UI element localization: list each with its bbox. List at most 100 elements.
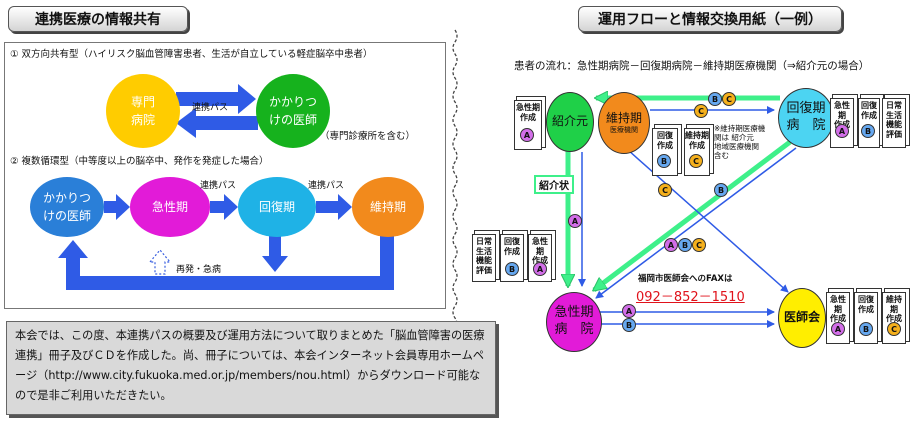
node-kyusei: 急性期 病 院 [546, 292, 602, 352]
form-ishikai-iji-l2: 作成 [886, 314, 902, 324]
fax-label: 福岡市医師会へのFAXは [638, 274, 733, 284]
right-header: 運用フローと情報交換用紙（一例） [578, 6, 842, 32]
letter-B-icon: B [622, 318, 636, 332]
letter-C-icon: C [692, 238, 706, 252]
pass-label-1: 連携パス [200, 181, 237, 191]
form-iji-iji-l1: 維持期 [685, 131, 709, 140]
flow-node-kyusei-label: 急性期 [151, 200, 188, 214]
flow-node-iji-label: 維持期 [369, 200, 406, 214]
form-shokai-kyusei: 急性期 作成 [514, 100, 542, 150]
form-iji-kaifuku: 回復 作成 [652, 128, 678, 176]
flow-node-kaifuku-label: 回復期 [258, 200, 295, 214]
saihatsu-label: 再発・急病 [176, 265, 222, 275]
node-ishikai-label: 医師会 [783, 310, 820, 325]
iji-note-l4: 含む [714, 151, 729, 160]
iji-note: ※維持期医療機 関は 紹介元 地域医療機関 含む [714, 124, 765, 160]
letter-A-icon: A [835, 124, 849, 138]
form-kaifuku-kaifuku-l2: 作成 [861, 110, 877, 120]
return-loop-arrow [58, 236, 394, 290]
form-ishikai-iji: 維持期 作成 [882, 292, 906, 344]
iji-note-l2: 関は 紹介元 [714, 133, 754, 142]
kakari-circle: かかりつけの医師 [256, 74, 330, 148]
senmon-note: （専門診療所を含む） [320, 131, 416, 142]
form-ishikai-kaifuku: 回復 作成 [854, 292, 878, 344]
form-ishikai-kaifuku-l1: 回復 [858, 295, 874, 304]
letter-A-icon: A [664, 238, 678, 252]
form-ishikai-kyusei-l2: 作成 [830, 314, 846, 324]
node-shokai: 紹介元 [546, 92, 594, 152]
node-shokai-label: 紹介元 [551, 114, 588, 129]
form-kyusei-nichijo-l2: 生活 [476, 246, 492, 256]
flow-arrow-2 [210, 194, 238, 220]
node-kyusei-l2: 病 院 [554, 322, 594, 337]
form-ishikai-iji-l1: 維持期 [886, 295, 902, 314]
kakari-line2: けの医師 [268, 113, 317, 127]
dashed-up-arrow [148, 249, 172, 275]
notice-box: 本会では、この度、本連携パスの概要及び運用方法について取りまとめた「脳血管障害の… [6, 321, 496, 415]
form-iji-kaifuku-l1: 回復 [657, 131, 673, 140]
down-arrow-kaifuku [262, 236, 288, 272]
node-iji-l2: 医療機関 [610, 126, 638, 135]
letter-B-icon: B [505, 262, 519, 276]
flow-node-kakari-l1: かかりつ [42, 191, 92, 205]
letter-A-icon: A [831, 322, 845, 336]
form-kaifuku-nichijo-l4: 評価 [886, 129, 902, 139]
arrow-senmon-to-kakari [176, 84, 256, 114]
form-kyusei-kaifuku-l1: 回復 [504, 237, 520, 246]
green-arrow-kaifuku-to-kyusei [594, 140, 792, 292]
flow-node-kyusei: 急性期 [130, 177, 210, 237]
form-shokai-kyusei-l1: 急性期 [516, 103, 540, 112]
renkei-pass-top: 連携パス [192, 103, 229, 113]
form-shokai-kyusei-l2: 作成 [520, 112, 536, 122]
form-kyusei-nichijo-l3: 機能 [476, 256, 492, 266]
form-kyusei-nichijo-l1: 日常 [476, 237, 492, 246]
flow-node-kaifuku: 回復期 [238, 177, 316, 237]
left-arrows [58, 84, 394, 290]
form-kaifuku-nichijo-l1: 日常 [886, 101, 902, 110]
section1-caption: ① 双方向共有型（ハイリスク脳血管障害患者、生活が自立している軽症脳卒中患者） [10, 49, 373, 60]
right-caption: 患者の流れ：急性期病院－回復期病院－維持期医療機関（⇒紹介元の場合） [514, 60, 870, 72]
right-header-text: 運用フローと情報交換用紙（一例） [598, 12, 822, 28]
letter-B-icon: B [859, 322, 873, 336]
form-ishikai-kyusei: 急性期 作成 [826, 292, 850, 344]
node-kaifuku: 回復期 病 院 [778, 88, 834, 148]
form-kaifuku-kyusei-l1: 急性期 [834, 101, 850, 120]
form-kyusei-kyusei-l2: 作成 [532, 256, 548, 266]
senmon-line1: 専門 [130, 95, 155, 109]
flow-node-kakari: かかりつけの医師 [30, 177, 104, 237]
left-header-text: 連携医療の情報共有 [35, 12, 161, 28]
left-header: 連携医療の情報共有 [8, 6, 188, 32]
form-ishikai-kaifuku-l2: 作成 [858, 304, 874, 314]
form-iji-iji: 維持期 作成 [684, 128, 710, 176]
letter-A-icon: A [520, 128, 534, 142]
iji-note-l1: ※維持期医療機 [714, 124, 766, 133]
node-kaifuku-l1: 回復期 [786, 101, 826, 117]
fax-number: 092－852－1510 [636, 290, 745, 305]
letter-C-icon: C [694, 104, 708, 118]
arrow-kakari-to-senmon [176, 108, 258, 138]
letter-B-icon: B [708, 92, 722, 106]
form-kyusei-kyusei-l1: 急性期 [532, 237, 548, 256]
form-kaifuku-nichijo-l2: 生活 [886, 110, 902, 120]
letter-B-icon: B [678, 238, 692, 252]
form-kaifuku-nichijo-l3: 機能 [886, 120, 902, 130]
form-kyusei-kaifuku-l2: 作成 [504, 246, 520, 256]
letter-C-icon: C [658, 183, 672, 197]
flow-node-iji: 維持期 [352, 177, 424, 237]
letter-A-icon: A [533, 262, 547, 276]
flow-arrow-1 [104, 194, 130, 220]
pass-label-2: 連携パス [308, 181, 345, 191]
node-kaifuku-l2: 病 院 [786, 118, 826, 133]
letter-B-icon: B [657, 154, 671, 168]
letter-C-icon: C [887, 322, 901, 336]
form-kyusei-nichijo: 日常 生活 機能 評価 [472, 234, 496, 282]
form-iji-kaifuku-l2: 作成 [657, 140, 673, 150]
node-kyusei-l1: 急性期 [554, 305, 594, 321]
node-iji: 維持期 医療機関 [598, 92, 650, 154]
letter-A-icon: A [568, 214, 582, 228]
iji-note-l3: 地域医療機関 [714, 142, 759, 151]
flow-node-kakari-l2: けの医師 [42, 209, 91, 223]
letter-A-icon: A [622, 304, 636, 318]
letter-B-icon: B [714, 183, 728, 197]
